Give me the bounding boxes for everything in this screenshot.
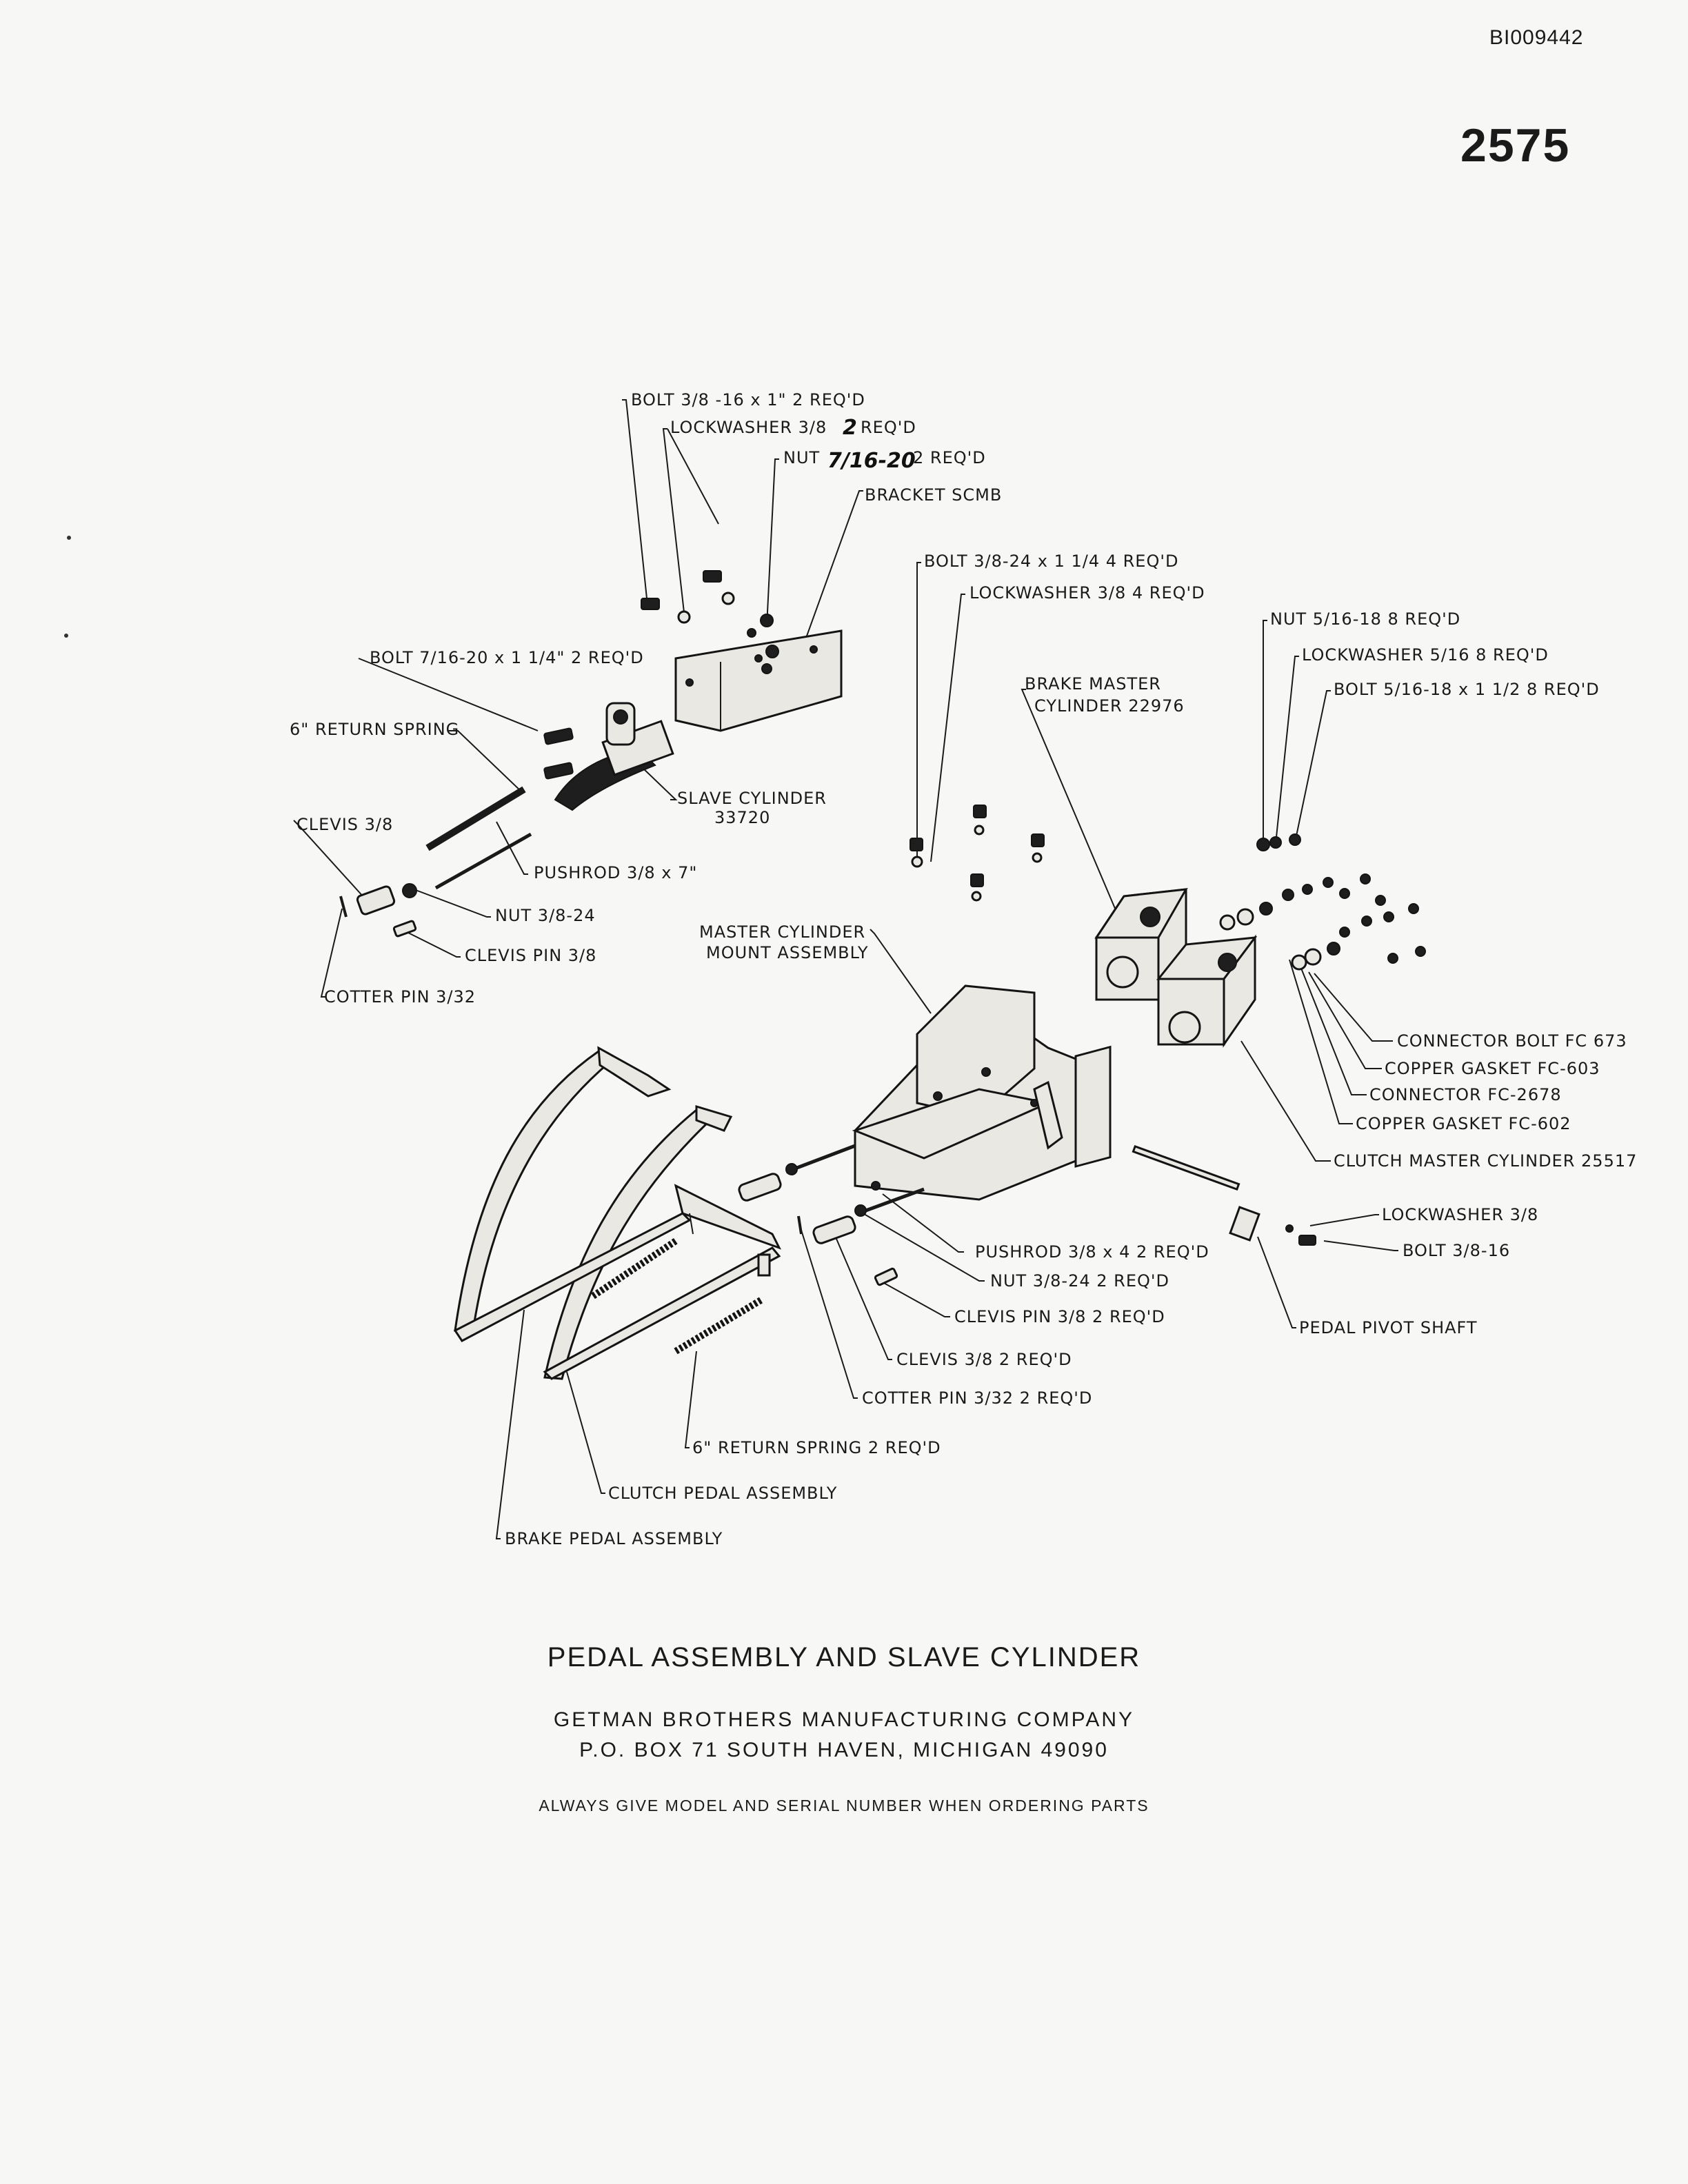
label-clutch-pedal: CLUTCH PEDAL ASSEMBLY	[608, 1484, 837, 1503]
label-pushrod-3-8-4: PUSHROD 3/8 x 4 2 REQ'D	[975, 1242, 1209, 1262]
mount-bolts	[910, 805, 1045, 902]
label-nut-5-16: NUT 5/16-18 8 REQ'D	[1270, 609, 1460, 629]
labels: BOLT 3/8 -16 x 1" 2 REQ'D LOCKWASHER 3/8…	[290, 390, 1637, 1548]
scan-speck	[64, 634, 68, 638]
label-lockwasher-qty-handwritten: 2	[843, 416, 857, 440]
label-lockwasher-3-8-b: LOCKWASHER 3/8	[1382, 1205, 1538, 1224]
label-brake-master-1: BRAKE MASTER	[1025, 674, 1161, 694]
label-clevis-3-8: CLEVIS 3/8	[297, 815, 393, 834]
label-nut-handwritten: 7/16-20	[827, 449, 916, 473]
label-return-spring-2: 6" RETURN SPRING 2 REQ'D	[692, 1438, 941, 1457]
slave-cylinder-group	[339, 702, 674, 938]
master-cylinder-fittings	[1219, 833, 1426, 971]
label-lockwasher-5-16: LOCKWASHER 5/16 8 REQ'D	[1302, 645, 1549, 665]
label-brake-pedal: BRAKE PEDAL ASSEMBLY	[505, 1529, 723, 1548]
label-bracket: BRACKET SCMB	[865, 485, 1002, 505]
bracket-scmb	[674, 629, 843, 732]
label-nut-3-8-24-2: NUT 3/8-24 2 REQ'D	[990, 1271, 1169, 1291]
label-bolt-3-8-24: BOLT 3/8-24 x 1 1/4 4 REQ'D	[924, 552, 1178, 571]
leader-lines	[293, 399, 1398, 1539]
label-nut-prefix: NUT	[783, 448, 820, 467]
label-bolt-3-8-16-b: BOLT 3/8-16	[1403, 1241, 1510, 1260]
label-master-mount-1: MASTER CYLINDER	[699, 922, 865, 942]
label-clevis-2: CLEVIS 3/8 2 REQ'D	[896, 1350, 1072, 1369]
label-cotter-2: COTTER PIN 3/32 2 REQ'D	[862, 1388, 1092, 1408]
label-bolt-7-16: BOLT 7/16-20 x 1 1/4" 2 REQ'D	[370, 648, 644, 667]
brake-master-cylinder	[1094, 888, 1188, 1001]
footer-note: ALWAYS GIVE MODEL AND SERIAL NUMBER WHEN…	[539, 1797, 1149, 1814]
lower-linkage	[738, 1144, 1316, 1286]
pedal-assemblies	[453, 1046, 782, 1380]
label-lockwasher-3-8-4: LOCKWASHER 3/8 4 REQ'D	[969, 583, 1205, 603]
label-return-spring-6: 6" RETURN SPRING	[290, 720, 459, 739]
label-connector-2678: CONNECTOR FC-2678	[1369, 1085, 1562, 1104]
footer-address: P.O. BOX 71 SOUTH HAVEN, MICHIGAN 49090	[579, 1739, 1109, 1761]
label-brake-master-2: CYLINDER 22976	[1034, 696, 1185, 716]
label-nut-req: 2 REQ'D	[913, 448, 986, 467]
label-slave-cylinder-1: SLAVE CYLINDER	[677, 789, 827, 808]
label-pedal-pivot: PEDAL PIVOT SHAFT	[1299, 1318, 1478, 1337]
page-number: 2575	[1460, 119, 1571, 172]
document-id: BI009442	[1489, 26, 1584, 49]
label-cotter-pin-3-32: COTTER PIN 3/32	[324, 987, 476, 1007]
label-lockwasher-3-8: LOCKWASHER 3/8	[670, 418, 827, 437]
footer-title: PEDAL ASSEMBLY AND SLAVE CYLINDER	[547, 1642, 1141, 1672]
label-lockwasher-req: REQ'D	[861, 418, 916, 437]
label-copper-gasket-603: COPPER GASKET FC-603	[1385, 1059, 1600, 1078]
master-cylinder-mount-assembly	[852, 984, 1112, 1201]
label-connector-bolt: CONNECTOR BOLT FC 673	[1397, 1031, 1627, 1051]
label-clutch-master: CLUTCH MASTER CYLINDER 25517	[1334, 1151, 1637, 1171]
label-pushrod-3-8-7: PUSHROD 3/8 x 7"	[534, 863, 697, 882]
bracket-hardware	[641, 570, 779, 674]
label-bolt-3-8-16: BOLT 3/8 -16 x 1" 2 REQ'D	[631, 390, 865, 410]
label-clevis-pin-3-8: CLEVIS PIN 3/8	[465, 946, 596, 965]
label-nut-3-8-24: NUT 3/8-24	[495, 906, 596, 925]
label-copper-gasket-602: COPPER GASKET FC-602	[1356, 1114, 1571, 1133]
clutch-master-cylinder	[1156, 934, 1258, 1048]
label-clevis-pin-2: CLEVIS PIN 3/8 2 REQ'D	[954, 1307, 1165, 1326]
label-master-mount-2: MOUNT ASSEMBLY	[706, 943, 868, 962]
scan-speck	[67, 536, 71, 540]
label-bolt-5-16: BOLT 5/16-18 x 1 1/2 8 REQ'D	[1334, 680, 1600, 699]
label-slave-cylinder-2: 33720	[714, 808, 770, 827]
footer-company: GETMAN BROTHERS MANUFACTURING COMPANY	[553, 1708, 1135, 1731]
